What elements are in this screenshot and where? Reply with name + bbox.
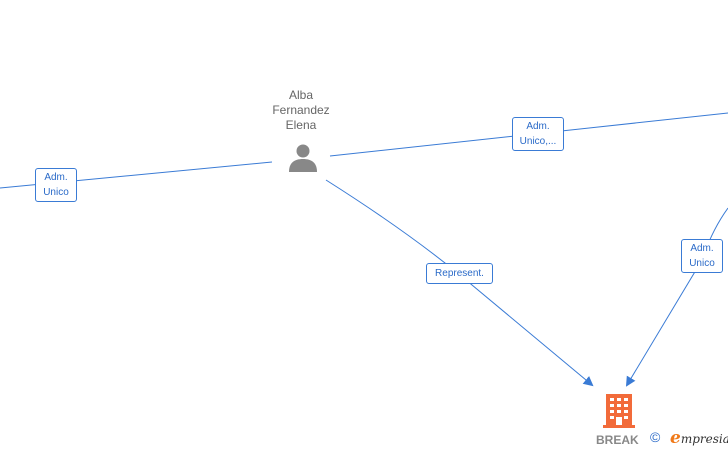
person-name-line1: Alba — [288, 88, 314, 102]
edge-label-left-line1: Adm. — [44, 172, 68, 183]
brand-rest: mpresia — [680, 432, 728, 446]
edge-label-represent[interactable]: Represent. — [426, 263, 493, 284]
building-icon[interactable] — [603, 394, 635, 428]
edge-label-top-right-line1: Adm. — [526, 121, 550, 132]
company-name[interactable]: BREAK — [596, 433, 639, 447]
copyright-symbol: © — [650, 429, 661, 445]
person-name-line3: Elena — [285, 118, 317, 132]
edge-label-left-line2: Unico — [43, 187, 69, 198]
edge-right-to-company — [625, 207, 728, 387]
edge-label-left[interactable]: Adm. Unico — [35, 168, 77, 202]
person-name-line2: Fernandez — [272, 103, 330, 117]
brand-initial: e — [670, 428, 681, 448]
person-name[interactable]: Alba Fernandez Elena — [251, 88, 351, 133]
edge-label-right[interactable]: Adm. Unico — [681, 239, 723, 273]
edge-label-right-line2: Unico — [689, 258, 715, 269]
edge-label-top-right[interactable]: Adm. Unico,... — [512, 117, 564, 151]
edge-label-represent-text: Represent. — [435, 268, 484, 279]
edge-label-top-right-line2: Unico,... — [519, 136, 557, 147]
brand-logo[interactable]: empresia — [670, 428, 728, 448]
person-icon[interactable] — [288, 143, 318, 173]
edge-label-right-line1: Adm. — [690, 243, 714, 254]
